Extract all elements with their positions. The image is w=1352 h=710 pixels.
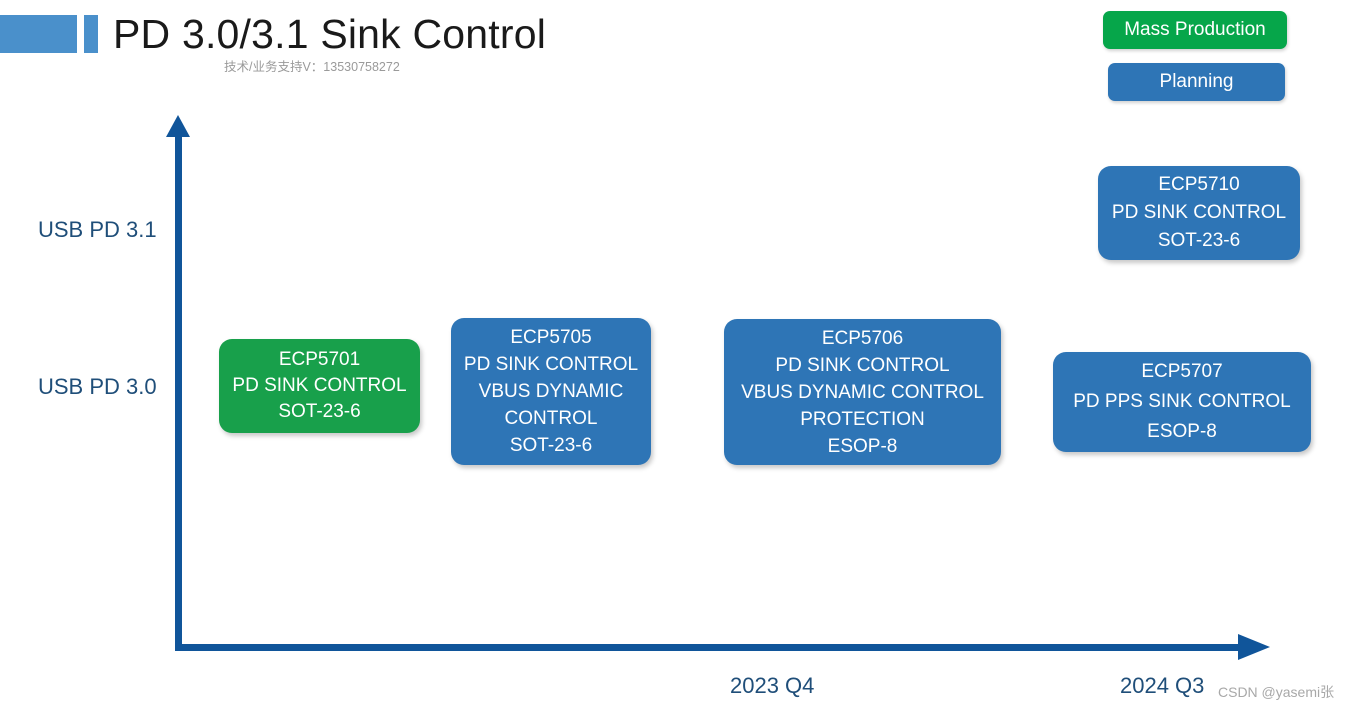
product-feature: CONTROL <box>504 408 598 429</box>
product-feature: PROTECTION <box>800 408 925 430</box>
product-box-ecp5706[interactable]: ECP5706 PD SINK CONTROL VBUS DYNAMIC CON… <box>724 319 1001 465</box>
page-subtitle-contact: 技术/业务支持V：13530758272 <box>224 60 400 74</box>
product-feature: PD SINK CONTROL <box>1111 202 1287 223</box>
legend-badge-planning: Planning <box>1108 63 1285 101</box>
watermark-text: CSDN @yasemi张 <box>1218 684 1335 700</box>
title-accent-bar-narrow <box>84 15 98 53</box>
y-axis-arrow-icon <box>166 115 190 137</box>
product-name: ECP5707 <box>1141 361 1223 382</box>
product-box-ecp5705[interactable]: ECP5705 PD SINK CONTROL VBUS DYNAMIC CON… <box>451 318 651 465</box>
product-package: SOT-23-6 <box>1157 230 1241 251</box>
product-package: ESOP-8 <box>827 435 898 457</box>
product-name: ECP5706 <box>821 327 904 349</box>
product-box-ecp5707[interactable]: ECP5707 PD PPS SINK CONTROL ESOP-8 <box>1053 352 1311 452</box>
product-name: ECP5701 <box>278 349 361 370</box>
x-axis-label-2023-q4: 2023 Q4 <box>730 673 815 698</box>
product-name: ECP5705 <box>510 327 592 348</box>
product-feature: PD SINK CONTROL <box>463 354 639 375</box>
product-box-ecp5710[interactable]: ECP5710 PD SINK CONTROL SOT-23-6 <box>1098 166 1300 260</box>
product-feature: VBUS DYNAMIC <box>478 381 624 402</box>
product-feature: VBUS DYNAMIC CONTROL <box>741 381 984 403</box>
product-feature: PD SINK CONTROL <box>232 375 407 396</box>
product-name: ECP5710 <box>1158 174 1240 195</box>
y-axis-label-usb-pd-30: USB PD 3.0 <box>38 374 157 399</box>
product-package: SOT-23-6 <box>509 435 593 456</box>
x-axis-line <box>175 644 1240 651</box>
product-package: SOT-23-6 <box>278 401 361 422</box>
page-title: PD 3.0/3.1 Sink Control <box>113 11 547 57</box>
legend-label-mass-production: Mass Production <box>1124 19 1266 40</box>
product-feature: PD PPS SINK CONTROL <box>1073 391 1291 412</box>
x-axis-label-2024-q3: 2024 Q3 <box>1120 673 1205 698</box>
x-axis-arrow-icon <box>1238 634 1270 660</box>
title-accent-bar-wide <box>0 15 77 53</box>
product-feature: PD SINK CONTROL <box>775 354 950 376</box>
product-box-ecp5701[interactable]: ECP5701 PD SINK CONTROL SOT-23-6 <box>219 339 420 433</box>
legend-badge-mass-production: Mass Production <box>1103 11 1287 49</box>
legend-label-planning: Planning <box>1159 71 1234 92</box>
y-axis-line <box>175 134 182 651</box>
product-package: ESOP-8 <box>1147 421 1217 442</box>
y-axis-label-usb-pd-31: USB PD 3.1 <box>38 217 157 242</box>
